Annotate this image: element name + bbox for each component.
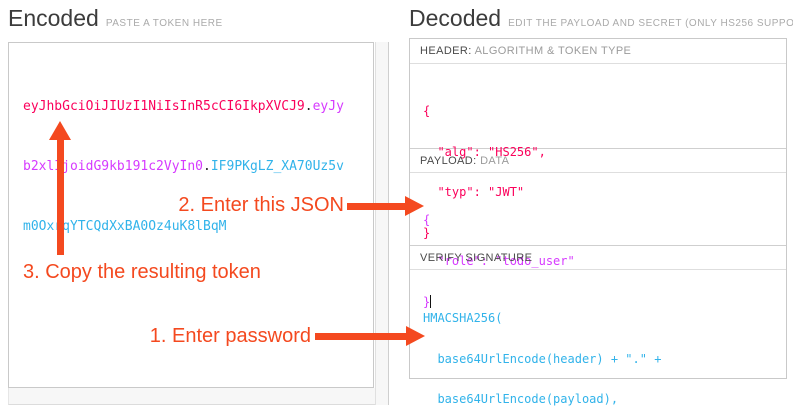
encoded-token-textarea[interactable]: eyJhbGciOiJIUzI1NiIsInR5cCI6IkpXVCJ9.eyJ… — [8, 42, 374, 388]
payload-code-line: { — [423, 213, 431, 227]
signature-code-line: base64UrlEncode(header) + "." + — [423, 351, 662, 366]
verify-signature-code: HMACSHA256( base64UrlEncode(header) + ".… — [410, 270, 786, 405]
text-cursor — [430, 295, 432, 308]
verify-signature-section-bar: VERIFY SIGNATURE — [410, 245, 786, 270]
decoded-panel: HEADER: ALGORITHM & TOKEN TYPE { "alg": … — [409, 38, 787, 406]
header-code-line: } — [423, 225, 431, 240]
payload-code-line: } — [423, 295, 786, 310]
header-code-line: "typ": "JWT" — [423, 185, 525, 199]
encoded-subtitle: PASTE A TOKEN HERE — [105, 18, 223, 29]
signature-code-line: base64UrlEncode(payload), — [423, 392, 619, 406]
verify-signature-label: VERIFY SIGNATURE — [420, 252, 533, 264]
payload-section-label: PAYLOAD: — [420, 155, 477, 167]
header-section-label: HEADER: — [420, 45, 472, 57]
step-1-arrow-shaft — [315, 333, 407, 340]
token-header-segment: eyJhbGciOiJIUzI1NiIsInR5cCI6IkpXVCJ9 — [23, 99, 305, 114]
token-separator-dot: . — [203, 159, 211, 174]
token-signature-segment-b: m0OxrqYTCQdXxBA0Oz4uK8lBqM — [23, 219, 227, 234]
header-json-code: { "alg": "HS256", "typ": "JWT" } — [410, 64, 786, 239]
step-2-arrow-shaft — [347, 203, 406, 210]
token-signature-segment-a: IF9PKgLZ_XA70Uz5v — [210, 159, 344, 174]
payload-closing-brace: } — [423, 295, 431, 309]
step-3-arrow-shaft — [57, 138, 64, 255]
token-line-3: m0OxrqYTCQdXxBA0Oz4uK8lBqM — [23, 217, 373, 237]
payload-json-editor[interactable]: { "role": "todo_user" } — [410, 173, 786, 308]
token-payload-segment-b: b2xlIjoidG9kb191c2VyIn0 — [23, 159, 204, 174]
encoded-heading: Encoded — [8, 5, 99, 31]
header-section-bar: HEADER: ALGORITHM & TOKEN TYPE — [410, 39, 786, 64]
vertical-scrollbar-track[interactable] — [375, 42, 389, 405]
annotation-step-3: 3. Copy the resulting token — [23, 261, 261, 283]
annotation-step-2: 2. Enter this JSON — [178, 194, 344, 216]
token-line-1: eyJhbGciOiJIUzI1NiIsInR5cCI6IkpXVCJ9.eyJ… — [23, 97, 373, 117]
token-line-2: b2xlIjoidG9kb191c2VyIn0.IF9PKgLZ_XA70Uz5… — [23, 157, 373, 177]
header-section-hint: ALGORITHM & TOKEN TYPE — [474, 45, 632, 57]
header-code-line: { — [423, 104, 431, 118]
step-1-arrow-icon — [406, 326, 425, 346]
token-separator-dot: . — [304, 99, 313, 114]
payload-section-bar: PAYLOAD: DATA — [410, 148, 786, 173]
annotation-step-1: 1. Enter password — [149, 325, 311, 347]
jwt-token-text: eyJhbGciOiJIUzI1NiIsInR5cCI6IkpXVCJ9.eyJ… — [9, 43, 373, 277]
token-payload-segment-a: eyJy — [312, 99, 344, 114]
step-3-arrow-icon — [49, 121, 71, 140]
payload-section-hint: DATA — [480, 155, 510, 167]
horizontal-scrollbar-track[interactable] — [8, 388, 375, 405]
signature-code-line: HMACSHA256( — [423, 311, 503, 325]
decoded-heading: Decoded — [409, 5, 502, 31]
decoded-subtitle: EDIT THE PAYLOAD AND SECRET (ONLY HS256 … — [508, 18, 793, 29]
step-2-arrow-icon — [405, 196, 424, 216]
